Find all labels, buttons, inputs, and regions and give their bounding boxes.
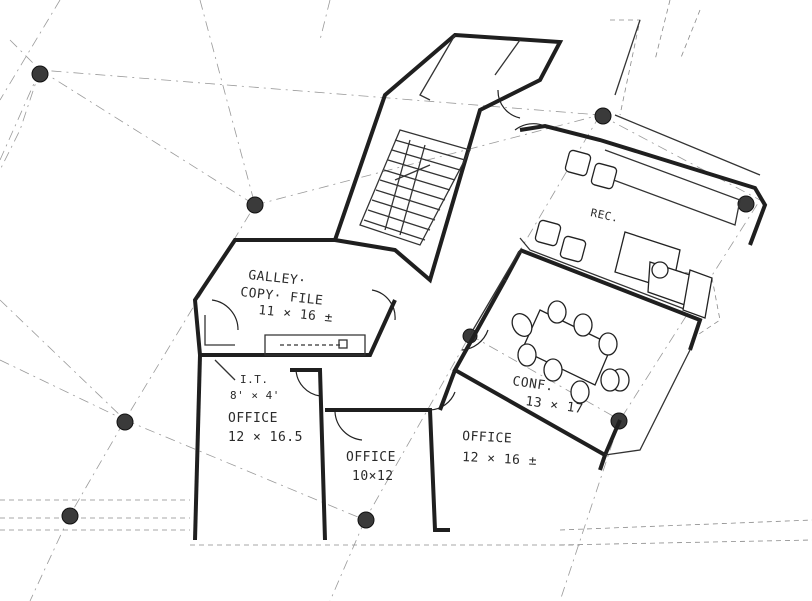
- door-swing: [497, 89, 521, 119]
- column: [246, 196, 264, 214]
- office-left: [193, 354, 327, 541]
- conf-label: CONF.: [511, 374, 554, 395]
- structural-grid-lines: [0, 0, 761, 601]
- office-a-label: OFFICE: [228, 411, 278, 426]
- column: [116, 413, 134, 431]
- door-swing: [461, 329, 489, 351]
- office-a-size: 12 × 16.5: [228, 430, 303, 445]
- office-middle: [325, 391, 456, 532]
- door-swing: [429, 391, 456, 411]
- it-label: I.T.: [240, 373, 269, 386]
- conference-room: [452, 249, 691, 458]
- column: [737, 195, 755, 213]
- stair-core: [332, 32, 564, 284]
- reception-label: REC.: [589, 206, 620, 225]
- reception-walls: [503, 19, 768, 351]
- office-c-label: OFFICE: [462, 429, 513, 447]
- column: [31, 65, 49, 83]
- office-right: [438, 369, 607, 471]
- galley-room: [192, 238, 397, 357]
- reception-furniture: [534, 149, 713, 319]
- office-c-size: 12 × 16 ±: [462, 450, 538, 469]
- galley-label-line1: GALLEY·: [248, 268, 308, 289]
- structural-columns: [31, 65, 755, 529]
- it-size: 8' × 4': [230, 389, 280, 402]
- building-outline: [0, 0, 812, 546]
- door-swing: [334, 411, 363, 441]
- door-swing: [371, 289, 396, 321]
- door-swing: [514, 123, 546, 131]
- door-swing: [211, 299, 239, 331]
- stair-treads: [359, 129, 471, 246]
- office-b-label: OFFICE: [346, 450, 396, 465]
- door-swing: [295, 369, 321, 397]
- column: [594, 107, 612, 125]
- office-b-size: 10×12: [352, 469, 394, 484]
- column: [61, 507, 79, 525]
- column: [357, 511, 375, 529]
